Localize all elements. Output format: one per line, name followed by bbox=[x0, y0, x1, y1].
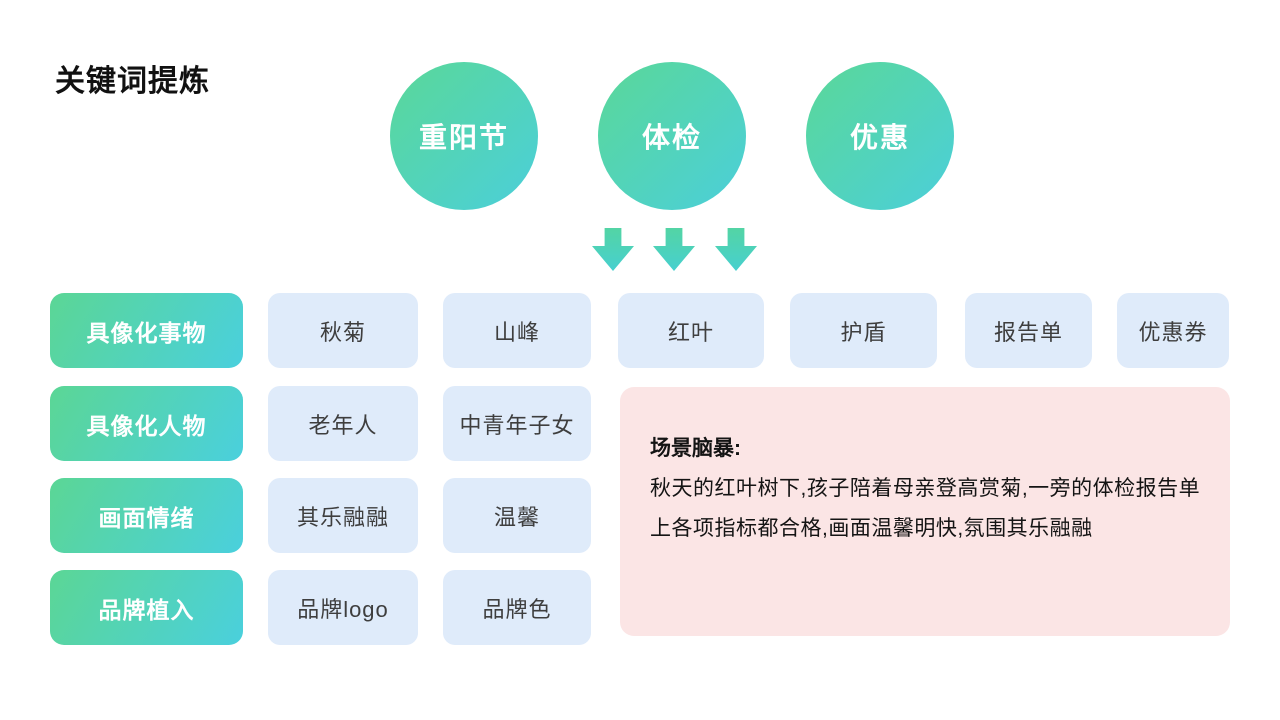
keyword-circle-tijian: 体检 bbox=[598, 62, 746, 210]
keyword-chip: 护盾 bbox=[790, 293, 937, 368]
brainstorm-body: 秋天的红叶树下,孩子陪着母亲登高赏菊,一旁的体检报告单上各项指标都合格,画面温馨… bbox=[650, 477, 1201, 540]
chip-label: 中青年子女 bbox=[459, 412, 575, 438]
chip-label: 温馨 bbox=[493, 504, 540, 530]
keyword-chip: 中青年子女 bbox=[443, 386, 591, 461]
keyword-chip: 温馨 bbox=[443, 478, 591, 553]
down-arrow-icon bbox=[592, 228, 634, 271]
chip-label: 品牌logo bbox=[297, 596, 389, 622]
keyword-circle-label: 优惠 bbox=[849, 122, 910, 153]
chip-label: 优惠券 bbox=[1138, 319, 1208, 345]
brainstorm-heading: 场景脑暴: bbox=[650, 437, 741, 460]
keyword-chip: 山峰 bbox=[443, 293, 591, 368]
chip-label: 报告单 bbox=[993, 319, 1063, 345]
category-label: 品牌植入 bbox=[98, 596, 195, 623]
page-title: 关键词提炼 bbox=[55, 65, 210, 98]
category-box-brand: 品牌植入 bbox=[50, 570, 243, 645]
chip-label: 其乐融融 bbox=[296, 504, 389, 530]
keyword-circle-youhui: 优惠 bbox=[806, 62, 954, 210]
keyword-chip: 老年人 bbox=[268, 386, 418, 461]
keyword-chip: 品牌logo bbox=[268, 570, 418, 645]
down-arrow-icon bbox=[653, 228, 695, 271]
keyword-chip: 品牌色 bbox=[443, 570, 591, 645]
chip-label: 老年人 bbox=[308, 412, 378, 438]
keyword-circle-label: 重阳节 bbox=[418, 122, 509, 153]
category-label: 画面情绪 bbox=[98, 504, 195, 531]
keyword-chip: 优惠券 bbox=[1117, 293, 1229, 368]
chip-label: 秋菊 bbox=[319, 319, 366, 345]
chip-label: 护盾 bbox=[840, 319, 887, 345]
keyword-chip: 报告单 bbox=[965, 293, 1092, 368]
category-label: 具像化人物 bbox=[86, 412, 207, 439]
keyword-chip: 秋菊 bbox=[268, 293, 418, 368]
keyword-chip: 其乐融融 bbox=[268, 478, 418, 553]
keyword-circle-chongyangjie: 重阳节 bbox=[390, 62, 538, 210]
down-arrow-icon bbox=[715, 228, 757, 271]
chip-label: 山峰 bbox=[493, 319, 540, 345]
category-box-concrete-people: 具像化人物 bbox=[50, 386, 243, 461]
category-label: 具像化事物 bbox=[86, 319, 207, 346]
category-box-mood: 画面情绪 bbox=[50, 478, 243, 553]
chip-label: 红叶 bbox=[667, 319, 714, 345]
chip-label: 品牌色 bbox=[482, 596, 552, 622]
category-box-concrete-things: 具像化事物 bbox=[50, 293, 243, 368]
scene-brainstorm-note: 场景脑暴: 秋天的红叶树下,孩子陪着母亲登高赏菊,一旁的体检报告单上各项指标都合… bbox=[620, 387, 1230, 636]
keyword-circle-label: 体检 bbox=[641, 122, 702, 153]
keyword-chip: 红叶 bbox=[618, 293, 764, 368]
